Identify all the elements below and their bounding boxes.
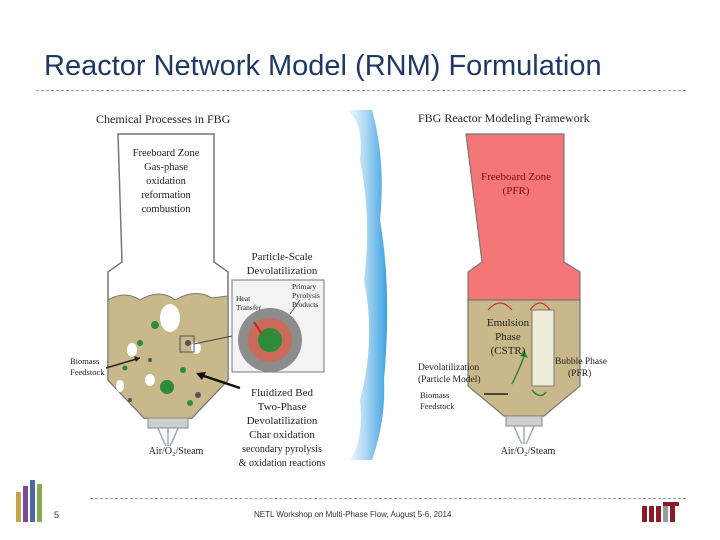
biomass-right-2: Feedstock	[420, 401, 455, 411]
freeboard-pfr-1: Freeboard Zone	[481, 171, 551, 183]
freeboard-line-5: combustion	[142, 204, 192, 215]
particle-scale-label-1: Particle-Scale	[251, 251, 312, 263]
heat-transfer-2: Transfer	[236, 303, 262, 312]
mit-logo-icon	[642, 502, 679, 522]
svg-text:& oxidation reactions: & oxidation reactions	[239, 458, 326, 469]
emulsion-3: (CSTR)	[491, 345, 526, 357]
biomass-right-1: Biomass	[420, 390, 449, 400]
biomass-left-2: Feedstock	[70, 367, 105, 377]
pyrolysis-2: Pyrolysis	[292, 291, 320, 300]
process-arrow-icon	[346, 110, 388, 460]
right-heading: FBG Reactor Modeling Framework	[418, 111, 590, 125]
freeboard-line-1: Freeboard Zone	[133, 148, 200, 159]
biomass-arrow-left	[105, 357, 141, 369]
pyrolysis-1: Primary	[292, 282, 316, 291]
emulsion-1: Emulsion	[487, 317, 530, 329]
inlet-right: Air/O₂/Steam	[501, 446, 556, 457]
svg-text:Char oxidation: Char oxidation	[249, 429, 315, 441]
svg-text:Two-Phase: Two-Phase	[258, 401, 307, 413]
pyrolysis-3: Products	[292, 300, 318, 309]
footer-divider	[90, 498, 686, 499]
bubble-1: Bubble Phase	[555, 357, 607, 367]
page-number: 5	[54, 510, 60, 520]
particle-inset	[231, 279, 325, 373]
freeboard-line-4: reformation	[141, 190, 191, 201]
particle-scale-label-2: Devolatilization	[247, 265, 318, 277]
heat-transfer-1: Heat	[236, 294, 251, 303]
footer-text: NETL Workshop on Multi-Phase Flow, Augus…	[254, 510, 452, 519]
fluidized-arrow	[197, 372, 241, 390]
devol-2: (Particle Model)	[418, 374, 481, 385]
slide-title: Reactor Network Model (RNM) Formulation	[44, 50, 602, 82]
biomass-left-1: Biomass	[70, 356, 99, 366]
freeboard-zone-labels: Freeboard Zone Gas-phase oxidation refor…	[133, 148, 200, 215]
bubble-2: (PFR)	[568, 368, 591, 379]
svg-text:Devolatilization: Devolatilization	[247, 415, 318, 427]
svg-text:Fluidized Bed: Fluidized Bed	[251, 387, 314, 399]
inset-connector	[193, 335, 233, 345]
left-heading: Chemical Processes in FBG	[96, 112, 231, 126]
emulsion-2: Phase	[495, 331, 521, 343]
devol-1: Devolatilization	[418, 363, 479, 373]
fluidized-bed-labels: Fluidized Bed Two-Phase Devolatilization…	[239, 387, 326, 469]
inlet-left: Air/O₂/Steam	[149, 446, 204, 457]
freeboard-pfr-2: (PFR)	[503, 185, 530, 197]
gasifier-vessel-right	[465, 133, 581, 445]
svg-text:secondary pyrolysis: secondary pyrolysis	[242, 444, 322, 455]
freeboard-line-2: Gas-phase	[144, 162, 188, 173]
conference-logo-icon	[16, 480, 42, 522]
title-divider	[36, 90, 686, 91]
freeboard-line-3: oxidation	[146, 176, 186, 187]
